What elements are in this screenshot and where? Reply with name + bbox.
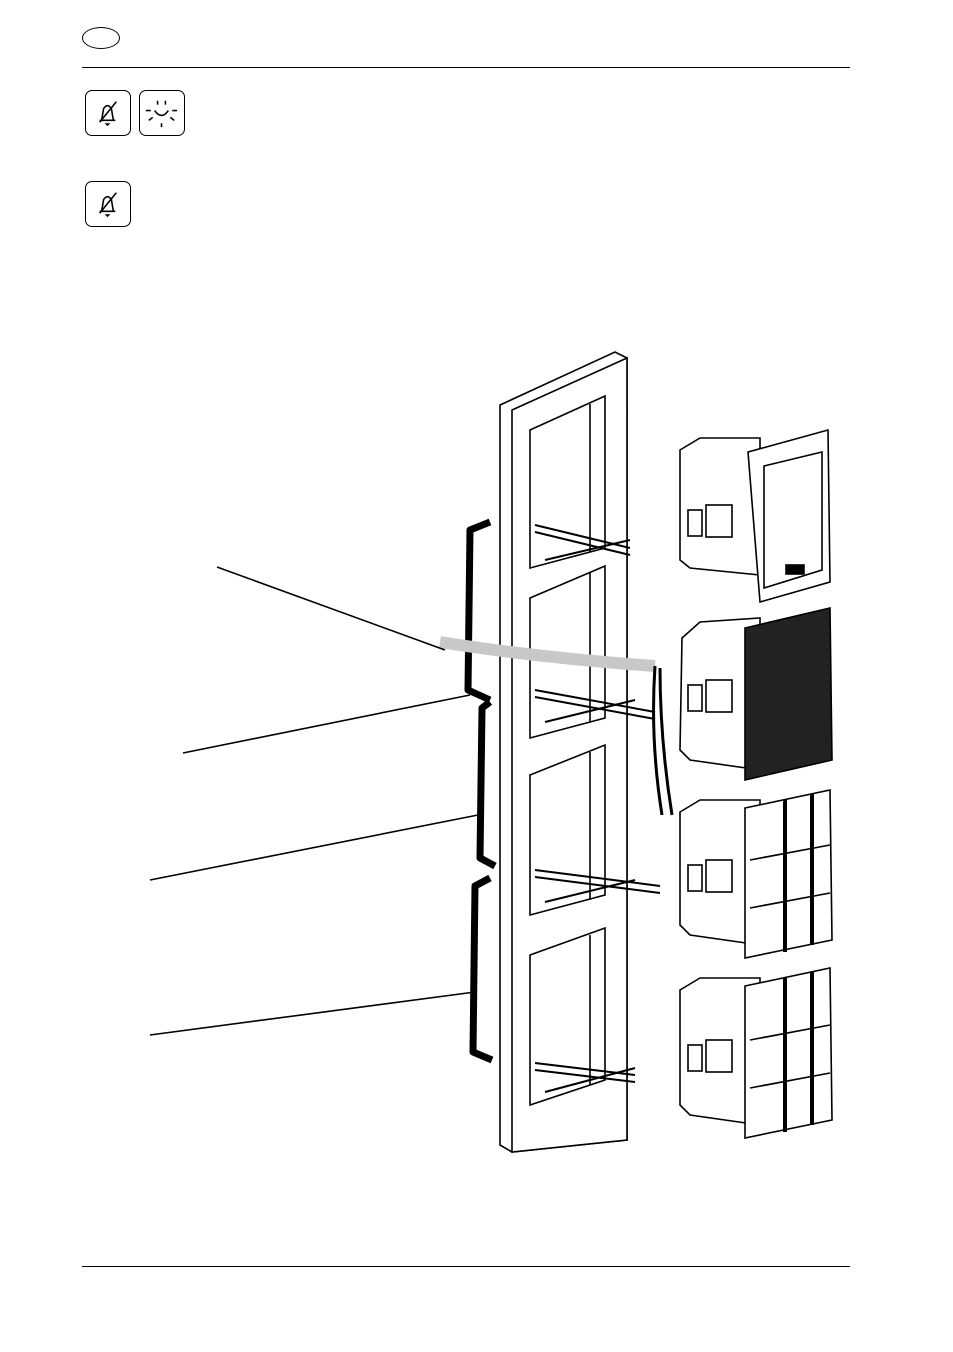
bell-off-icon-box-2	[85, 181, 131, 227]
callout-line-3	[149, 814, 479, 881]
display-module	[679, 428, 831, 604]
light-icon-box	[139, 90, 185, 136]
bell-off-icon	[99, 192, 117, 218]
push-button-module-2	[679, 967, 833, 1139]
assembly-illustration	[149, 351, 833, 1153]
footer-rule	[82, 1266, 850, 1267]
callout-line-2	[182, 694, 471, 754]
touch-sensor-module	[679, 606, 833, 782]
callout-lines	[149, 566, 479, 1036]
bell-off-icon-box	[85, 90, 131, 136]
bell-off-icon	[99, 101, 117, 127]
callout-line-4	[149, 991, 476, 1036]
callout-line-1	[216, 566, 446, 651]
cable-wires	[652, 665, 674, 816]
language-badge	[82, 27, 120, 49]
frame-clips	[534, 524, 661, 1093]
bus-cable	[439, 636, 656, 672]
cover-frame	[499, 351, 628, 1153]
push-button-module-1	[679, 789, 833, 959]
light-icon	[145, 100, 178, 128]
ribbon-connectors	[464, 518, 497, 1064]
header-rule	[82, 67, 850, 68]
